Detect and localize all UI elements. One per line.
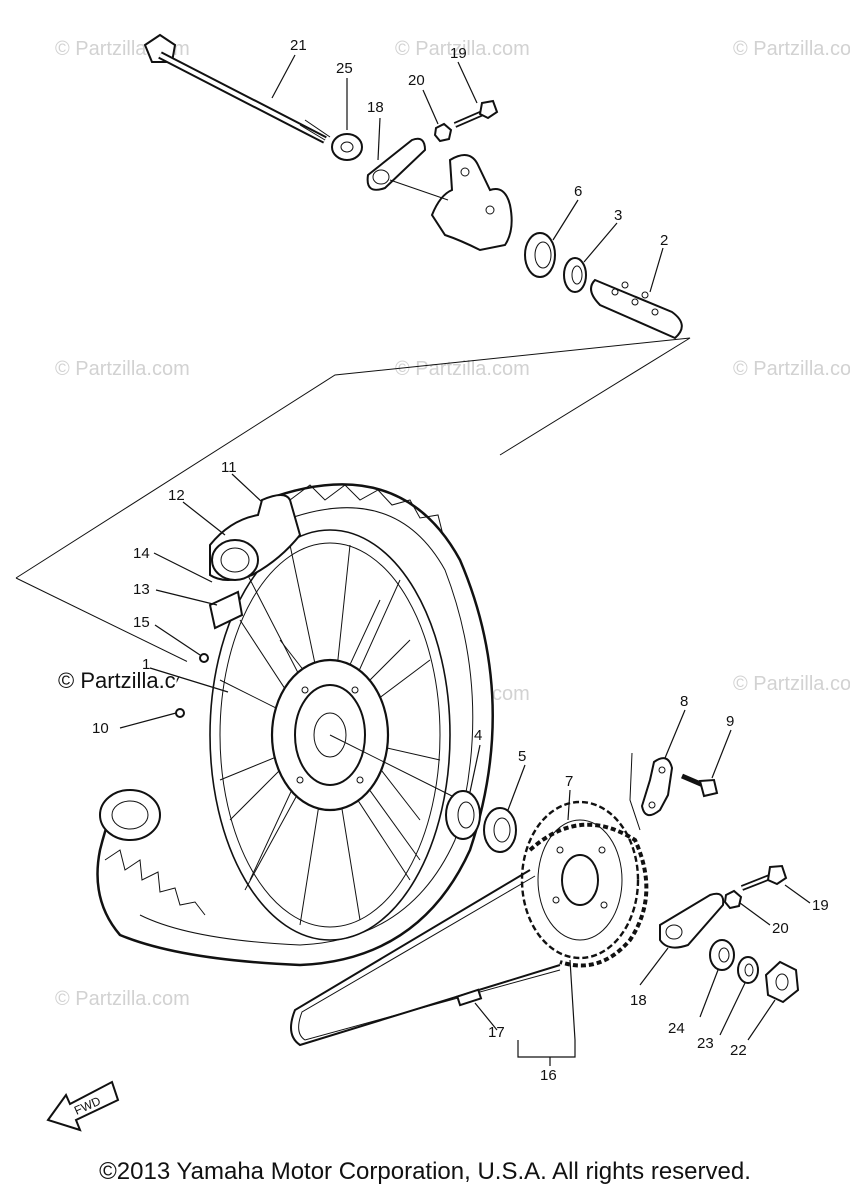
- hub-bracket: [430, 154, 513, 252]
- collar: [709, 939, 735, 971]
- leader-line: [389, 179, 449, 201]
- callout-label: 3: [614, 207, 622, 224]
- chain-puller-upper: [366, 137, 427, 191]
- callout-label: 7: [565, 773, 573, 790]
- sprocket: [520, 800, 640, 960]
- leader-line: [784, 884, 811, 904]
- oil-seal: [563, 257, 587, 293]
- bracket-16: [517, 1040, 576, 1058]
- leader-line: [699, 969, 719, 1018]
- leader-line: [153, 552, 213, 583]
- axle-centerline: [329, 734, 461, 801]
- nut-lower: [723, 889, 743, 910]
- leader-line: [149, 667, 229, 693]
- callout-label: 18: [367, 99, 384, 116]
- callout-label: 14: [133, 545, 150, 562]
- watermark: © Partzilla.com: [733, 673, 850, 695]
- leader-line: [377, 117, 381, 161]
- callout-label: 9: [726, 713, 734, 730]
- callout-label: 8: [680, 693, 688, 710]
- leader-line: [629, 752, 641, 831]
- callout-label: 2: [660, 232, 668, 249]
- leader-line: [231, 473, 263, 503]
- leader-line: [567, 789, 571, 821]
- watermark: © Partzilla.com: [733, 358, 850, 380]
- leader-line: [119, 712, 177, 729]
- nut-upper: [433, 122, 453, 143]
- assembly-outline: [15, 337, 691, 579]
- watermark: © Partzilla.com: [395, 38, 530, 60]
- washer: [737, 956, 759, 984]
- leader-line: [719, 982, 746, 1036]
- leader-line: [474, 1002, 498, 1031]
- leader-line: [422, 89, 439, 125]
- leader-line: [507, 764, 526, 811]
- callout-label: 12: [168, 487, 185, 504]
- tire-cutaway: [208, 494, 302, 630]
- watermark: © Partzilla.com: [395, 358, 530, 380]
- callout-label: 20: [408, 72, 425, 89]
- callout-label: 20: [772, 920, 789, 937]
- callout-label: 19: [812, 897, 829, 914]
- callout-label: 22: [730, 1042, 747, 1059]
- callout-label: 19: [450, 45, 467, 62]
- leader-line: [711, 729, 732, 779]
- axle: [143, 33, 331, 144]
- callout-label: 1: [142, 656, 150, 673]
- bearing-upper: [524, 232, 556, 278]
- callout-label: 17: [488, 1024, 505, 1041]
- nipple: [175, 708, 185, 718]
- leader-line: [583, 222, 618, 263]
- bolt-lower: [740, 864, 788, 891]
- leader-line: [155, 589, 218, 606]
- drive-chain-loop: [290, 869, 561, 1047]
- leader-line: [649, 247, 664, 293]
- watermark: © Partzilla.com: [733, 38, 850, 60]
- link-plate: [640, 757, 674, 817]
- callout-label: 16: [540, 1067, 557, 1084]
- leader-line: [569, 959, 576, 1041]
- callout-label: 24: [668, 1020, 685, 1037]
- master-link: [456, 988, 483, 1007]
- leader-line: [182, 501, 226, 536]
- copyright-footer: ©2013 Yamaha Motor Corporation, U.S.A. A…: [99, 1158, 751, 1185]
- callout-label: 13: [133, 581, 150, 598]
- callout-label: 21: [290, 37, 307, 54]
- callout-label: 18: [630, 992, 647, 1009]
- valve-cap: [199, 653, 209, 663]
- bolt-upper: [453, 99, 499, 128]
- tire-cutaway-lower: [99, 789, 161, 841]
- axle-nut-lower: [764, 960, 800, 1004]
- spacer-collar: [590, 278, 683, 340]
- callout-label: 5: [518, 748, 526, 765]
- leader-line: [639, 947, 669, 986]
- bearing-hub: [445, 790, 481, 840]
- leader-line: [552, 199, 579, 241]
- leader-line: [457, 61, 478, 104]
- callout-label: 15: [133, 614, 150, 631]
- leader-line: [739, 902, 771, 926]
- leader-line: [469, 744, 481, 793]
- leader-line: [747, 999, 776, 1041]
- leader-line: [271, 54, 296, 99]
- chain-puller-lower: [659, 892, 725, 949]
- oil-seal-hub: [483, 807, 517, 853]
- axle-nut: [331, 133, 363, 161]
- drive-chain: [528, 822, 649, 968]
- callout-label: 4: [474, 727, 482, 744]
- callout-label: 23: [697, 1035, 714, 1052]
- watermark: © Partzilla.com: [55, 988, 190, 1010]
- leader-line: [154, 624, 201, 656]
- callout-label: 25: [336, 60, 353, 77]
- callout-label: 10: [92, 720, 109, 737]
- bolt-link: [681, 773, 719, 798]
- callout-label: 11: [221, 459, 237, 476]
- watermark: © Partzilla.com: [55, 358, 190, 380]
- forward-arrow-icon: FWD: [46, 1080, 120, 1132]
- drive-chain-loop: [298, 875, 561, 1041]
- callout-label: 6: [574, 183, 582, 200]
- leader-line: [664, 709, 686, 759]
